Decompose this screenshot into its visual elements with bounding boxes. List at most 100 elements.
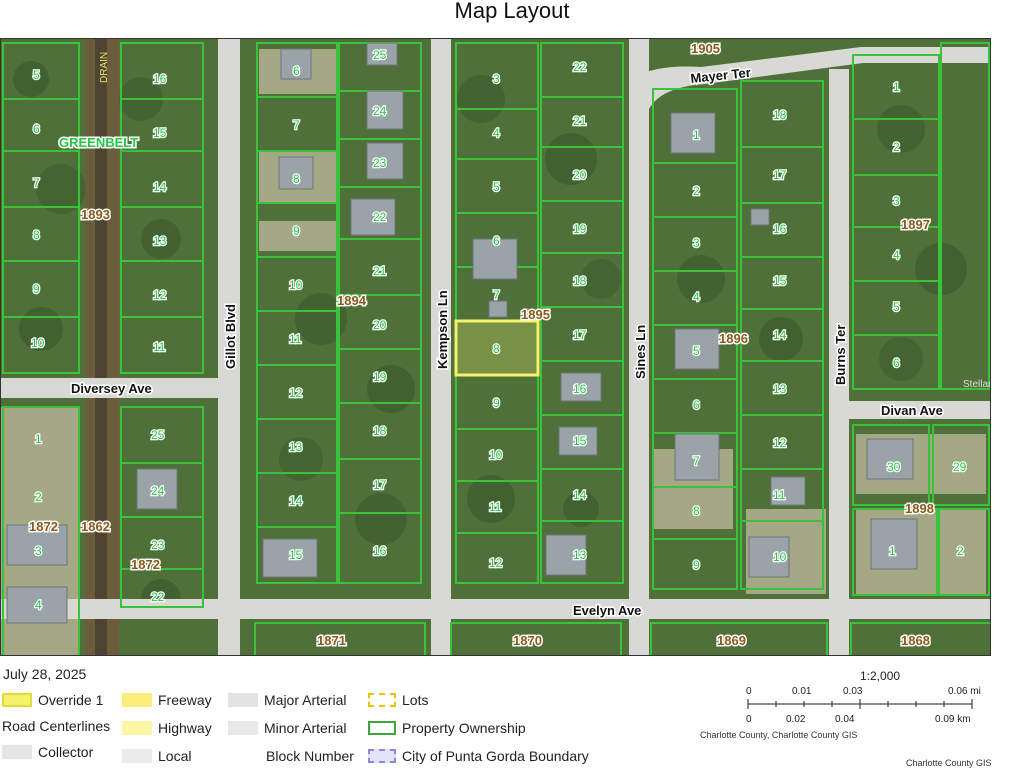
street-burns-ter: Burns Ter [833, 325, 848, 385]
block-number: 1871 [317, 633, 346, 648]
svg-text:9: 9 [33, 282, 40, 296]
svg-text:11: 11 [489, 500, 502, 514]
svg-text:13: 13 [153, 234, 167, 248]
street-diversey-ave: Diversey Ave [71, 381, 152, 396]
svg-text:13: 13 [773, 382, 787, 396]
svg-text:12: 12 [289, 386, 303, 400]
street-gillot-blvd: Gillot Blvd [223, 304, 238, 369]
source-credit: Charlotte County, Charlotte County GIS [700, 730, 858, 740]
scale-mi-0: 0 [746, 686, 752, 697]
local-swatch [122, 749, 152, 763]
scale-mi-2: 0.03 [843, 686, 863, 697]
svg-text:18: 18 [373, 424, 387, 438]
subject-lot-highlight[interactable] [454, 319, 540, 377]
svg-text:14: 14 [773, 328, 787, 342]
legend-item-property-ownership: Property Ownership [368, 720, 526, 736]
svg-text:22: 22 [151, 590, 165, 604]
svg-text:2: 2 [35, 490, 42, 504]
major-arterial-swatch [228, 693, 258, 707]
svg-text:10: 10 [31, 336, 45, 350]
svg-text:25: 25 [151, 428, 165, 442]
watermark: Stellar MLS [963, 379, 991, 390]
scale-bar: 1:2,000 0 0.01 0.03 0.06 mi 0 0.02 0.04 … [746, 669, 981, 725]
svg-text:6: 6 [493, 234, 500, 248]
svg-text:7: 7 [493, 288, 500, 302]
block-number: 1897 [901, 217, 930, 232]
svg-text:1: 1 [35, 432, 42, 446]
svg-text:19: 19 [373, 370, 387, 384]
scale-km-3: 0.09 km [935, 714, 971, 725]
svg-text:10: 10 [289, 278, 303, 292]
svg-text:5: 5 [493, 180, 500, 194]
svg-text:1: 1 [889, 544, 896, 558]
svg-text:7: 7 [33, 176, 40, 190]
scale-km-2: 0.04 [835, 714, 855, 725]
svg-text:20: 20 [573, 168, 587, 182]
vegetation-texture [13, 61, 967, 619]
block-number: 1896 [719, 331, 748, 346]
block-number: 1895 [521, 307, 550, 322]
svg-text:19: 19 [573, 222, 587, 236]
svg-text:18: 18 [573, 274, 587, 288]
footer-credit: Charlotte County GIS [906, 758, 992, 768]
svg-text:24: 24 [373, 104, 387, 118]
svg-text:2: 2 [693, 184, 700, 198]
map-canvas[interactable]: Mayer Ter Gillot Blvd Kempson Ln Sines L… [1, 39, 991, 656]
legend-item-local: Local [122, 748, 191, 764]
greenbelt-label: GREENBELT [59, 135, 138, 150]
legend-item-collector: Collector [2, 744, 93, 760]
svg-text:8: 8 [33, 228, 40, 242]
street-divan-ave: Divan Ave [881, 403, 943, 418]
svg-text:29: 29 [953, 460, 967, 474]
legend-item-minor-arterial: Minor Arterial [228, 720, 346, 736]
roads [1, 39, 990, 655]
svg-text:9: 9 [693, 558, 700, 572]
svg-text:16: 16 [573, 382, 587, 396]
legend-item-block-number: Block Number [266, 748, 354, 764]
map-date: July 28, 2025 [3, 666, 87, 682]
svg-text:6: 6 [33, 122, 40, 136]
block-number: 1872 [29, 519, 58, 534]
svg-text:15: 15 [153, 126, 167, 140]
svg-text:12: 12 [153, 288, 167, 302]
svg-text:11: 11 [773, 488, 786, 502]
svg-text:9: 9 [293, 224, 300, 238]
svg-text:8: 8 [493, 342, 500, 356]
block-number: 1898 [905, 501, 934, 516]
svg-text:13: 13 [573, 548, 587, 562]
minor-arterial-swatch [228, 721, 258, 735]
svg-text:4: 4 [493, 126, 500, 140]
svg-text:1: 1 [693, 128, 700, 142]
property-lines [2, 42, 990, 655]
svg-text:16: 16 [373, 544, 387, 558]
svg-text:17: 17 [373, 478, 387, 492]
svg-text:2: 2 [893, 140, 900, 154]
drain-label: DRAIN [99, 52, 110, 83]
override-swatch [2, 693, 32, 707]
legend-item-city-boundary: City of Punta Gorda Boundary [368, 748, 589, 764]
svg-text:14: 14 [153, 180, 167, 194]
svg-text:14: 14 [573, 488, 587, 502]
highway-swatch [122, 721, 152, 735]
svg-text:20: 20 [373, 318, 387, 332]
svg-text:15: 15 [573, 434, 587, 448]
svg-text:6: 6 [893, 356, 900, 370]
svg-text:30: 30 [887, 460, 901, 474]
svg-text:22: 22 [373, 210, 387, 224]
svg-text:5: 5 [33, 68, 40, 82]
svg-text:3: 3 [693, 236, 700, 250]
svg-text:24: 24 [151, 484, 165, 498]
svg-text:16: 16 [773, 222, 787, 236]
svg-text:17: 17 [573, 328, 587, 342]
svg-text:7: 7 [693, 454, 700, 468]
svg-text:25: 25 [373, 48, 387, 62]
block-number: 1869 [717, 633, 746, 648]
legend-item-major-arterial: Major Arterial [228, 692, 346, 708]
scale-mi-1: 0.01 [792, 686, 812, 697]
map-view[interactable]: Mayer Ter Gillot Blvd Kempson Ln Sines L… [0, 38, 991, 656]
svg-text:23: 23 [151, 538, 165, 552]
svg-text:17: 17 [773, 168, 787, 182]
legend-item-override: Override 1 [2, 692, 103, 708]
svg-text:14: 14 [289, 494, 303, 508]
